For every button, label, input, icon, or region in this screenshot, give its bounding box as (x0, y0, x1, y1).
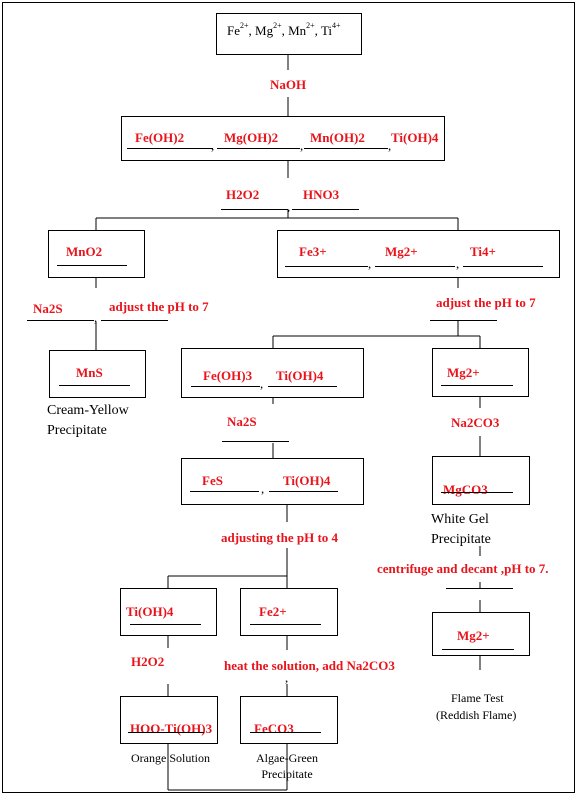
box-hydroxides (121, 116, 445, 161)
box-hoo-tioh3 (120, 696, 218, 744)
box-tioh4 (120, 588, 217, 636)
box-mno2 (48, 230, 145, 278)
box-fe2 (240, 588, 338, 636)
mgco3-label: MgCO3 (443, 482, 488, 497)
fes-label: FeS (202, 473, 223, 488)
box-mg2-a (432, 348, 529, 397)
box-mns (49, 350, 146, 398)
hydroxide-mg: Mg(OH)2 (224, 130, 279, 145)
mns-note: Cream-Yellow Precipitate (47, 403, 129, 438)
mg2-b-label: Mg2+ (457, 628, 490, 643)
mno2-label: MnO2 (66, 244, 103, 259)
mns-label: MnS (76, 365, 103, 380)
fe2-label: Fe2+ (259, 604, 287, 619)
box-fes-tioh4 (181, 458, 364, 505)
hydroxide-ti: Ti(OH)4 (391, 130, 439, 145)
reagent-h2o2: H2O2 (226, 187, 260, 202)
reagent-na2s-mid: Na2S (227, 414, 257, 429)
mg2-a-label: Mg2+ (447, 365, 480, 380)
tioh4-label-c: Ti(OH)4 (126, 604, 174, 619)
feoh3-label: Fe(OH)3 (203, 368, 253, 383)
box-mgco3 (432, 456, 530, 505)
cation-ti4: Ti4+ (470, 244, 496, 259)
hoo-label: HOO-Ti(OH)3 (130, 721, 213, 736)
mgco3-note: White Gel Precipitate (431, 512, 491, 547)
step-centrifuge: centrifuge and decant ,pH to 7. (377, 561, 549, 576)
reagent-adjust-ph7-right: adjust the pH to 7 (436, 295, 536, 310)
tioh4-label-b: Ti(OH)4 (283, 473, 331, 488)
reagent-naoh: NaOH (270, 77, 307, 92)
box-mg2-b (432, 612, 530, 656)
cation-mg2: Mg2+ (385, 244, 418, 259)
hydroxide-fe: Fe(OH)2 (135, 130, 185, 145)
reagent-adjust-ph4: adjusting the pH to 4 (221, 530, 339, 545)
reagent-h2o2-b: H2O2 (131, 654, 165, 669)
box-feoh3-tioh4 (181, 348, 364, 398)
hydroxide-mn: Mn(OH)2 (310, 130, 365, 145)
reagent-na2s-left: Na2S (33, 301, 63, 316)
feco3-note: Algae-Green Precipitate (256, 751, 318, 781)
reagent-hno3: HNO3 (303, 187, 340, 202)
step-heat-na2co3: heat the solution, add Na2CO3 (224, 658, 395, 673)
reagent-adjust-ph7-left: adjust the pH to 7 (109, 299, 209, 314)
flame-test-label: Flame Test (451, 691, 504, 705)
reagent-na2co3: Na2CO3 (451, 415, 500, 430)
hoo-note: Orange Solution (131, 751, 210, 765)
cation-fe3: Fe3+ (299, 244, 327, 259)
tioh4-label-a: Ti(OH)4 (276, 368, 324, 383)
initial-ions-label: Fe2+, Mg2+, Mn2+, Ti4+ (227, 21, 341, 38)
feco3-label: FeCO3 (254, 721, 294, 736)
box-cations (277, 230, 560, 278)
box-feco3 (240, 696, 338, 744)
box-initial-ions (216, 13, 362, 55)
flame-test-note: (Reddish Flame) (436, 708, 517, 722)
